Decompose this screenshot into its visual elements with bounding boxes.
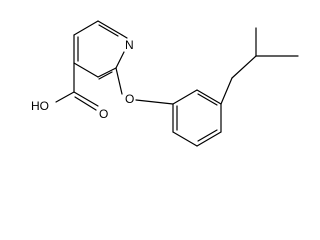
bond-carboxyl-c-o-double-a <box>73 91 99 107</box>
atom-label-ring-nitrogen: N <box>125 38 134 52</box>
bond-c2-to-ether-o <box>115 67 123 95</box>
bond-phenyl-c2-c3 <box>196 89 222 105</box>
bond-carboxyl-c-oh <box>55 91 75 103</box>
bond-phenyl-c4-c5 <box>196 131 222 147</box>
bond-carboxyl-c-o-double-b <box>74 96 97 111</box>
bond-phenyl-to-isopropyl <box>220 77 233 105</box>
bond-pyridine-c5-c6 <box>73 20 99 36</box>
bond-isopropyl-ch-ch <box>231 55 257 79</box>
bond-phenyl-c2-c3-inner <box>197 93 218 106</box>
bond-phenyl-c1-c2 <box>172 89 198 105</box>
bond-pyridine-c6-c7 <box>97 20 123 36</box>
bond-pyridine-c6-c7-inner <box>98 24 119 37</box>
bond-ether-o-to-phenyl <box>135 99 174 105</box>
bond-pyridine-c7-n <box>121 34 128 39</box>
bond-pyridine-c3-c4 <box>73 62 99 78</box>
bond-pyridine-c2-c3 <box>97 67 117 78</box>
atom-label-hydroxyl: HO <box>31 99 49 113</box>
bond-phenyl-c4-c5-inner <box>197 129 218 142</box>
chemical-structure-drawing: N O O HO <box>31 20 299 147</box>
atom-label-ether-oxygen: O <box>125 92 134 106</box>
bond-phenyl-c5-c6 <box>172 131 198 147</box>
atom-label-carbonyl-oxygen: O <box>99 107 108 121</box>
bond-pyridine-n-c2 <box>115 51 125 69</box>
bond-pyridine-c2-c3-inner <box>98 71 113 80</box>
